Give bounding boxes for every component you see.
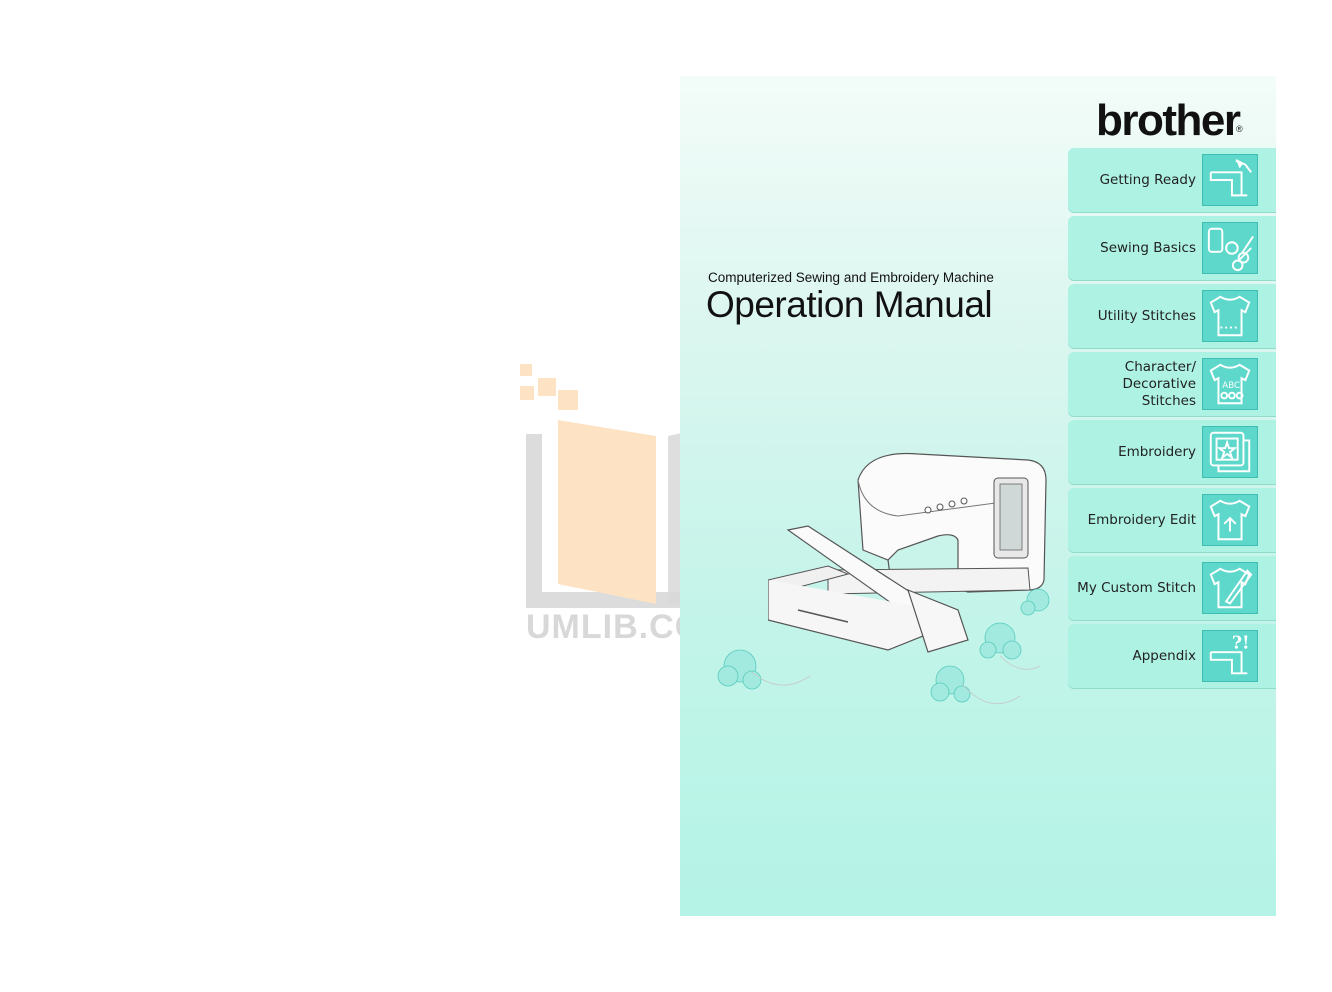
embroidery-frame-icon [1202,426,1258,478]
sewing-machine-illustration [768,452,1047,653]
sewing-machine-hand-icon [1202,154,1258,206]
thread-scissors-icon [1202,222,1258,274]
manual-cover: brother ® Computerized Sewing and Embroi… [680,76,1276,916]
tab-sewing-basics[interactable]: Sewing Basics [1068,216,1276,280]
embroidery-flowers-illustration [717,588,1050,704]
svg-text:?!: ?! [1232,633,1250,653]
brand-logo: brother [1096,96,1241,145]
shirt-pen-icon [1202,562,1258,614]
tab-label: Getting Ready [1099,171,1196,188]
tab-label: Sewing Basics [1100,239,1196,256]
section-tabs: Getting Ready Sewing Basics Utility Stit… [1068,148,1276,692]
tab-label: Character/ Decorative Stitches [1122,358,1196,409]
tab-label: Utility Stitches [1097,307,1196,324]
shirt-edit-icon [1202,494,1258,546]
tab-appendix[interactable]: Appendix ?! [1068,624,1276,688]
shirt-stitch-icon [1202,290,1258,342]
cover-title: Operation Manual [706,284,993,325]
cover-subtitle: Computerized Sewing and Embroidery Machi… [708,270,994,285]
registered-mark: ® [1236,124,1243,134]
tab-utility-stitches[interactable]: Utility Stitches [1068,284,1276,348]
tab-label: My Custom Stitch [1077,579,1196,596]
tab-getting-ready[interactable]: Getting Ready [1068,148,1276,212]
svg-text:ABC: ABC [1222,381,1240,391]
tab-embroidery[interactable]: Embroidery [1068,420,1276,484]
tab-label: Embroidery Edit [1087,511,1196,528]
tab-label: Appendix [1132,647,1196,664]
tab-label: Embroidery [1118,443,1196,460]
machine-question-icon: ?! [1202,630,1258,682]
tab-embroidery-edit[interactable]: Embroidery Edit [1068,488,1276,552]
shirt-abc-icon: ABC [1202,358,1258,410]
tab-character-decorative-stitches[interactable]: Character/ Decorative Stitches ABC [1068,352,1276,416]
tab-my-custom-stitch[interactable]: My Custom Stitch [1068,556,1276,620]
